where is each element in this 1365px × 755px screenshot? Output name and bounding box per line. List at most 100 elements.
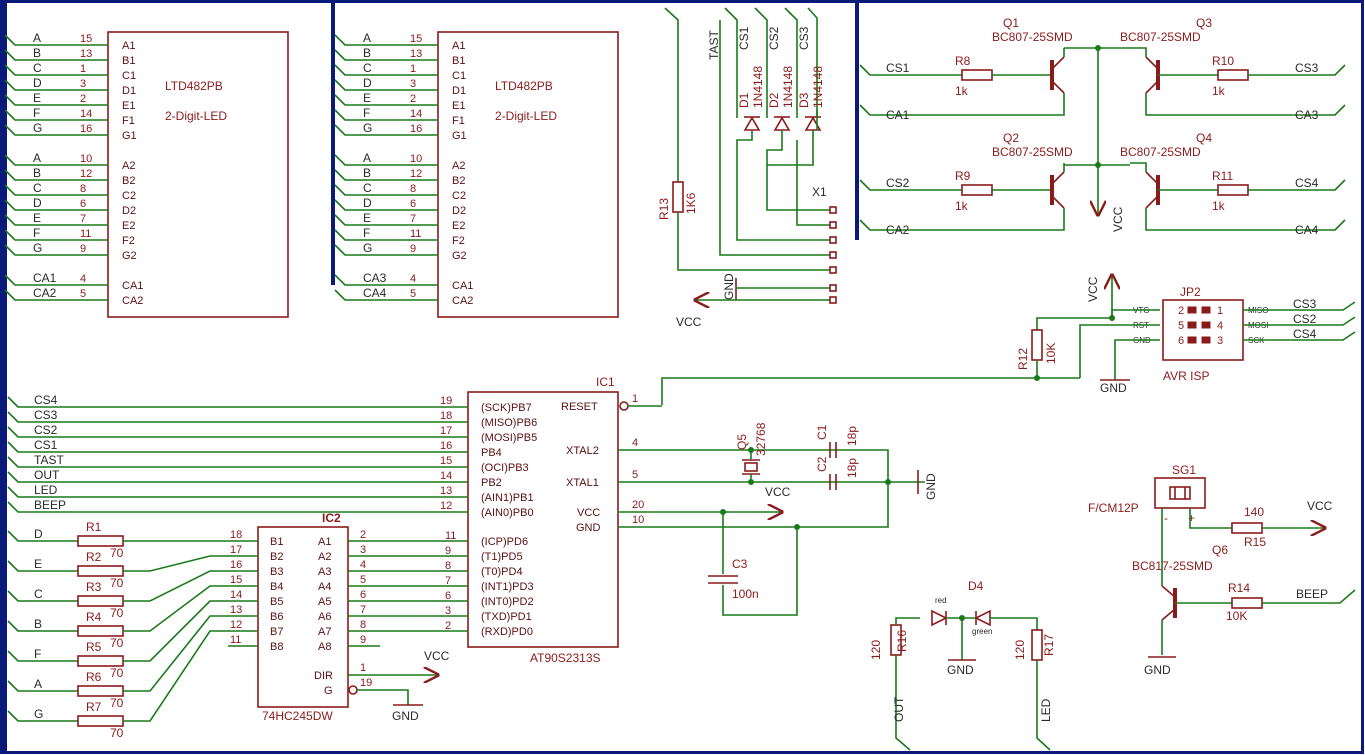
diode-d2: D2 1N4148: [767, 66, 795, 131]
pin-wire: [334, 64, 438, 76]
pin-label: A2: [452, 160, 465, 172]
svg-text:B2: B2: [270, 551, 283, 563]
mcu-net: LED: [34, 483, 58, 497]
pin-wire: [4, 154, 108, 166]
pin-label: G2: [122, 250, 137, 262]
segment-net: B: [34, 617, 42, 631]
svg-text:14: 14: [230, 589, 242, 601]
pin-number: 11: [80, 228, 91, 240]
pin-wire: [334, 154, 438, 166]
pin-number: 1: [410, 63, 416, 75]
mcu-pin-wire: [7, 486, 468, 498]
pin-net: B: [363, 46, 371, 60]
mcu-net: CS3: [34, 408, 58, 422]
c1-value: 18p: [845, 426, 859, 446]
mcu-pin-label: (SCK)PB7: [481, 402, 532, 414]
svg-text:VCC: VCC: [1307, 499, 1333, 513]
svg-text:14: 14: [440, 470, 452, 482]
svg-text:2: 2: [445, 620, 451, 632]
connector-block: TAST CS1 CS2 CS3 D1 1N4148 D2 1N4148 D3 …: [657, 7, 837, 329]
svg-text:BC817-25SMD: BC817-25SMD: [1132, 559, 1213, 573]
mcu-pin-label: (MOSI)PB5: [481, 432, 537, 444]
pin-wire: [334, 184, 438, 196]
pin-number: 8: [410, 183, 416, 195]
svg-text:1k: 1k: [1212, 199, 1226, 213]
svg-text:120: 120: [1013, 640, 1027, 660]
svg-text:red: red: [935, 596, 947, 605]
x1-pin: [829, 236, 837, 244]
svg-text:8: 8: [360, 619, 366, 631]
mcu-pin-wire: [7, 501, 468, 513]
pin-wire: [334, 289, 438, 301]
led-indicators: 120 R16 OUT red green D4 GND 120 R17 LED: [869, 579, 1056, 751]
pin-wire: [4, 109, 108, 121]
svg-text:15: 15: [230, 574, 242, 586]
svg-text:CA2: CA2: [886, 223, 910, 237]
pin-label: G1: [122, 130, 137, 142]
svg-text:13: 13: [440, 485, 452, 497]
pin-number: 7: [80, 213, 86, 225]
svg-text:1N4148: 1N4148: [751, 66, 765, 108]
svg-text:3: 3: [360, 544, 366, 556]
pin-label: B1: [122, 55, 135, 67]
pin-number: 11: [410, 228, 421, 240]
svg-text:(T0)PD4: (T0)PD4: [481, 566, 523, 578]
d4-name: D4: [968, 579, 984, 593]
pin-wire: [4, 124, 108, 136]
pin-number: 13: [80, 48, 92, 60]
driver-resistor: [1217, 184, 1249, 196]
osc-gnd: GND: [924, 473, 938, 500]
svg-text:B7: B7: [270, 626, 283, 638]
mcu-net: CS1: [34, 438, 58, 452]
led-label: LED: [1039, 698, 1053, 722]
svg-text:(TXD)PD1: (TXD)PD1: [481, 611, 532, 623]
segment-resistor: [77, 655, 124, 667]
x1-pin: [829, 284, 837, 292]
svg-text:F/CM12P: F/CM12P: [1088, 501, 1139, 515]
svg-text:(INT1)PD3: (INT1)PD3: [481, 581, 534, 593]
svg-text:R4: R4: [86, 610, 102, 624]
cs1-label-top: CS1: [737, 26, 751, 50]
pin-net: G: [363, 121, 372, 135]
driver-resistor: [961, 69, 993, 81]
svg-text:5: 5: [1178, 320, 1184, 332]
pin-net: A: [33, 151, 41, 165]
pin-net: F: [363, 226, 370, 240]
svg-text:12: 12: [440, 500, 452, 512]
mcu-net: TAST: [34, 453, 64, 467]
pin-net: B: [33, 46, 41, 60]
svg-text:1K6: 1K6: [684, 192, 698, 214]
pin-label: D2: [122, 205, 136, 217]
mcu-name: IC1: [596, 375, 615, 389]
c2-value: 18p: [845, 458, 859, 478]
connector-gnd: GND: [722, 273, 736, 300]
x1-pin: [829, 266, 837, 274]
svg-text:12: 12: [230, 619, 242, 631]
mcu-pin-wire: [7, 471, 468, 483]
pin-number: 14: [410, 108, 422, 120]
buffer-ic2: IC2 74HC245DW DIR G 1 19 VCC GND 18B117B…: [228, 511, 468, 723]
mcu-pin-label: (AIN1)PB1: [481, 492, 534, 504]
svg-text:R5: R5: [86, 640, 102, 654]
svg-text:1: 1: [1217, 305, 1223, 317]
mcu-part: AT90S2313S: [530, 651, 601, 665]
svg-text:A2: A2: [318, 551, 331, 563]
svg-text:CS3: CS3: [1293, 297, 1317, 311]
pin-number: 6: [80, 198, 86, 210]
pin-net: C: [363, 181, 372, 195]
pin-number: 2: [410, 93, 416, 105]
svg-text:Q1: Q1: [1003, 16, 1019, 30]
pin-label: E2: [122, 220, 135, 232]
pin-wire: [334, 169, 438, 181]
chip2-name: LTD482PB: [495, 79, 553, 93]
svg-text:B8: B8: [270, 641, 283, 653]
svg-text:18: 18: [440, 410, 452, 422]
pin-wire: [334, 199, 438, 211]
pin-number: 10: [410, 153, 422, 165]
pin-net: E: [33, 211, 41, 225]
segment-net: A: [34, 677, 42, 691]
drivers-vcc: VCC: [1111, 206, 1125, 232]
r12-name: R12: [1016, 348, 1030, 370]
